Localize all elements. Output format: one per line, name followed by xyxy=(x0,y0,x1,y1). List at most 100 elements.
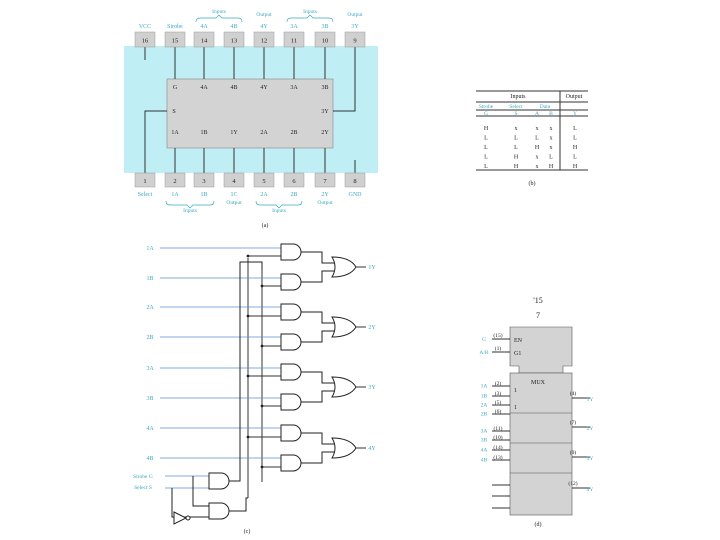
chip-top-label: 4Y xyxy=(260,85,268,91)
top-pin-label: 4Y xyxy=(260,24,268,30)
control-out-wire xyxy=(229,497,248,512)
bottom-pin-label: 1B xyxy=(200,192,207,198)
input-pin-label: 4B xyxy=(481,458,488,464)
table-cell: x xyxy=(550,126,553,132)
and-gate xyxy=(280,363,302,381)
table-col-header: B xyxy=(549,111,553,117)
and-to-or-wire xyxy=(301,371,334,384)
chip-top-label: 4B xyxy=(230,85,237,91)
junction-dot xyxy=(260,404,264,408)
top-group-inputs: Inputs xyxy=(212,9,226,15)
table-cell: H xyxy=(514,164,519,170)
and-gate xyxy=(280,303,302,321)
symbol-title: 7 xyxy=(536,311,540,320)
bottom-pin-box xyxy=(134,172,156,188)
input-label: 4B xyxy=(146,456,153,462)
and-to-or-wire xyxy=(301,390,334,403)
table-col-header: A xyxy=(535,111,539,117)
and-gate-control xyxy=(208,502,230,520)
data-mark: 1 xyxy=(514,405,517,411)
output-pin-label: 2Y xyxy=(587,426,594,432)
top-pin-box xyxy=(193,31,215,48)
bottom-group-inputs: Inputs xyxy=(183,208,197,214)
and-gate xyxy=(280,333,302,351)
input-pin-number: (10) xyxy=(493,434,502,441)
table-cell: H xyxy=(573,145,578,151)
input-label: 3B xyxy=(146,396,153,402)
table-cell: L xyxy=(535,136,539,142)
output-pin-number: (7) xyxy=(570,419,577,426)
chip-bottom-label: 1Y xyxy=(230,130,238,136)
top-pin-label: Strobe xyxy=(167,24,183,30)
select-branch xyxy=(171,488,209,518)
bottom-pin-label: 2A xyxy=(260,192,268,198)
top-pin-box xyxy=(164,31,186,48)
data-mark: 1 xyxy=(514,388,517,394)
bottom-pin-box xyxy=(253,172,275,188)
and-to-or-wire xyxy=(301,330,334,343)
bottom-pin-number: 6 xyxy=(292,178,296,185)
junction-dot xyxy=(246,435,250,439)
enable-mark: EN xyxy=(514,338,523,344)
input-pin-number: (11) xyxy=(494,425,503,432)
bottom-group-inputs: Inputs xyxy=(272,208,286,214)
top-pin-box xyxy=(134,31,156,48)
g1-mark: G1 xyxy=(514,351,521,357)
and-to-or-wire xyxy=(301,311,334,324)
or-gate xyxy=(331,316,357,338)
bottom-pin-label: 1C xyxy=(230,192,237,198)
table-cell: H xyxy=(484,126,489,132)
table-cell: L xyxy=(514,145,518,151)
bottom-pin-number: 5 xyxy=(262,178,265,185)
top-pin-label: 3B xyxy=(321,24,328,30)
top-pin-box xyxy=(283,31,305,48)
output-pin-label: 1Y xyxy=(587,397,594,403)
table-sub-header: Data xyxy=(540,104,551,110)
bottom-pin-number: 7 xyxy=(323,178,327,185)
top-brace xyxy=(195,14,243,23)
chip-3y-label: 3Y xyxy=(321,109,329,115)
table-cell: L xyxy=(484,155,488,161)
bottom-pin-box xyxy=(164,172,186,188)
inverter-bubble xyxy=(185,515,191,521)
output-pin-number: (9) xyxy=(570,449,577,456)
table-col-header: Y xyxy=(573,111,577,117)
input-label: 2B xyxy=(146,335,153,341)
pin-boxes xyxy=(134,31,366,188)
bottom-pin-number: 8 xyxy=(353,178,356,185)
table-cell: L xyxy=(573,155,577,161)
chip-bottom-label: 1B xyxy=(200,130,207,136)
table-group-header: Output xyxy=(566,94,583,100)
table-cell: L xyxy=(484,145,488,151)
bottom-pin-label: 2Y xyxy=(321,192,329,198)
bottom-pin-number: 3 xyxy=(202,178,205,185)
top-pin-number: 12 xyxy=(261,38,268,45)
table-sub-header: Select xyxy=(509,104,523,110)
junction-dot xyxy=(260,284,264,288)
control-pin-label: A/B xyxy=(479,350,489,356)
bottom-pin-sublabel: Output xyxy=(226,200,242,206)
top-pin-number: 13 xyxy=(231,38,238,45)
control-block xyxy=(509,326,573,374)
input-pin-label: 3B xyxy=(481,438,488,444)
select-label: Select S xyxy=(134,485,152,491)
caption-c: (c) xyxy=(244,528,251,535)
junction-dot xyxy=(246,254,250,258)
table-cell: H xyxy=(573,164,578,170)
select-wire xyxy=(144,110,167,173)
input-pin-number: (2) xyxy=(495,380,502,387)
table-col-header: S xyxy=(514,111,517,117)
bottom-pin-box xyxy=(314,172,336,188)
junction-dot xyxy=(260,344,264,348)
and-to-or-wire xyxy=(301,270,334,283)
control-pin-label: G xyxy=(482,337,486,343)
input-pin-number: (13) xyxy=(493,454,502,461)
input-pin-label: 2B xyxy=(481,412,488,418)
caption-b: (b) xyxy=(529,180,536,187)
chip-bottom-label: 2B xyxy=(290,130,297,136)
input-pin-number: (6) xyxy=(495,408,502,415)
and-to-or-wire xyxy=(301,251,334,264)
top-pin-box xyxy=(253,31,275,48)
chip-bottom-label: 1A xyxy=(171,130,179,136)
